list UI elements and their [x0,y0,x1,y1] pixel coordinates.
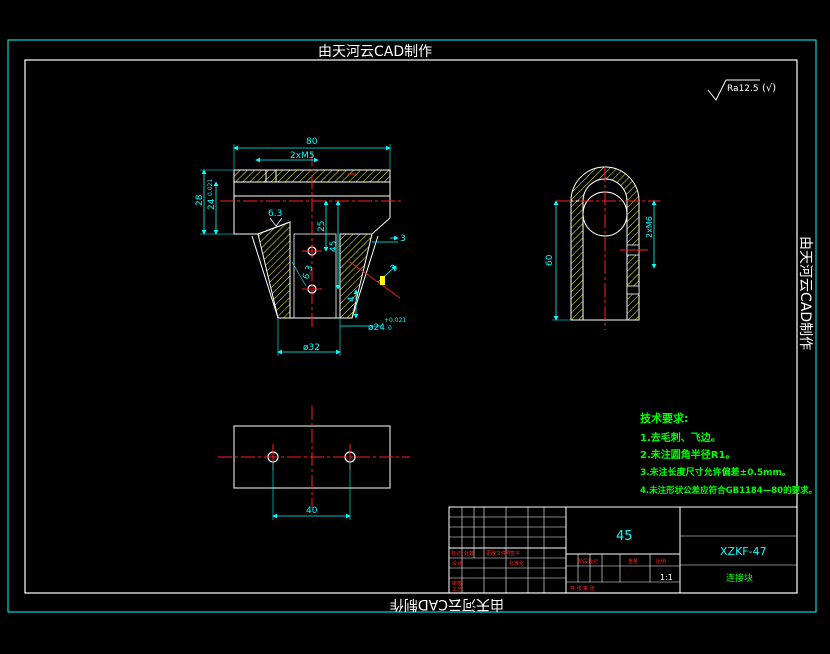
tb-cell-process: 工艺 [452,587,462,593]
dim-28: 28 [195,194,205,206]
dim-63-upper: 6.3 [268,209,282,219]
roughness-suffix: (√) [762,83,776,94]
dim-3-angled: 3 [389,263,400,274]
dim-80: 80 [306,137,318,147]
tech-item-4: 4.未注形状公差应符合GB1184—80的要求。 [640,485,817,496]
tb-scale: 1:1 [660,573,673,582]
dim-thread: 2xM5 [290,151,315,161]
side-view: 60 2xM6 [545,166,660,330]
tech-item-3: 3.未注长度尺寸允许偏差±0.5mm。 [640,466,791,478]
outer-frame [7,39,817,613]
tb-cell-sign: 签字 [510,550,520,557]
tech-item-1: 1.去毛刺、飞边。 [640,431,721,444]
tb-cell-mark: 标记 [451,550,461,557]
watermark-top: 由天河云CAD制作 [318,44,432,60]
dim-2xm6: 2xM6 [645,216,654,238]
dim-4: 4 [347,296,357,302]
roughness-symbol: Ra12.5 (√) [707,79,776,101]
tech-item-2: 2.未注圆角半径R1。 [640,448,735,461]
dim-24: 24 [207,198,217,210]
dim-phi24-tol: +0.021 [384,317,406,324]
tb-cell-count: 处数 [464,550,474,557]
dim-63-lower: 6.3 [301,264,315,281]
tb-cell-weight: 重量 [628,558,638,565]
tb-cell-sheet: 共 张 第 张 [570,585,595,592]
tb-cell-check: 审核 [452,580,462,587]
title-block: 45 XZKF-47 连接块 1:1 标记 处数 更改文件号 签字 设计 标准化… [448,506,798,594]
tb-cell-standard: 标准化 [509,560,524,567]
dim-phi24: ø24 [368,323,385,333]
dim-phi32: ø32 [303,343,320,353]
dim-40: 40 [306,506,318,516]
tb-part-name: 连接块 [726,572,753,584]
dim-25: 25 [317,221,327,232]
watermark-right: 由天河云CAD制作 [797,236,813,350]
tb-cell-design: 设计 [452,560,462,567]
top-view: 40 [218,406,410,520]
tech-requirements: 技术要求: 1.去毛刺、飞边。 2.未注圆角半径R1。 3.未注长度尺寸允许偏差… [640,411,817,496]
dim-60: 60 [545,254,555,266]
tb-material: 45 [616,529,633,544]
dim-45: 45 [329,241,339,252]
tb-drawing-no: XZKF-47 [720,545,767,558]
dim-3-right: 3 [400,234,406,244]
tb-cell-change: 更改文件号 [486,550,511,557]
tech-title: 技术要求: [640,411,688,425]
roughness-value: Ra12.5 [727,84,759,94]
dim-24-tol: 0.021 [207,179,214,196]
inner-frame [24,59,798,594]
tb-cell-stage: 阶段标记 [578,558,598,565]
watermark-bottom: 由天河云CAD制作 [390,596,504,612]
tb-cell-ratio: 比例 [656,558,666,565]
front-view: 80 2xM5 28 24 0.021 6.3 25 45 6.3 3 3 4 [195,137,406,356]
dim-phi24-tol0: 0 [388,325,392,332]
